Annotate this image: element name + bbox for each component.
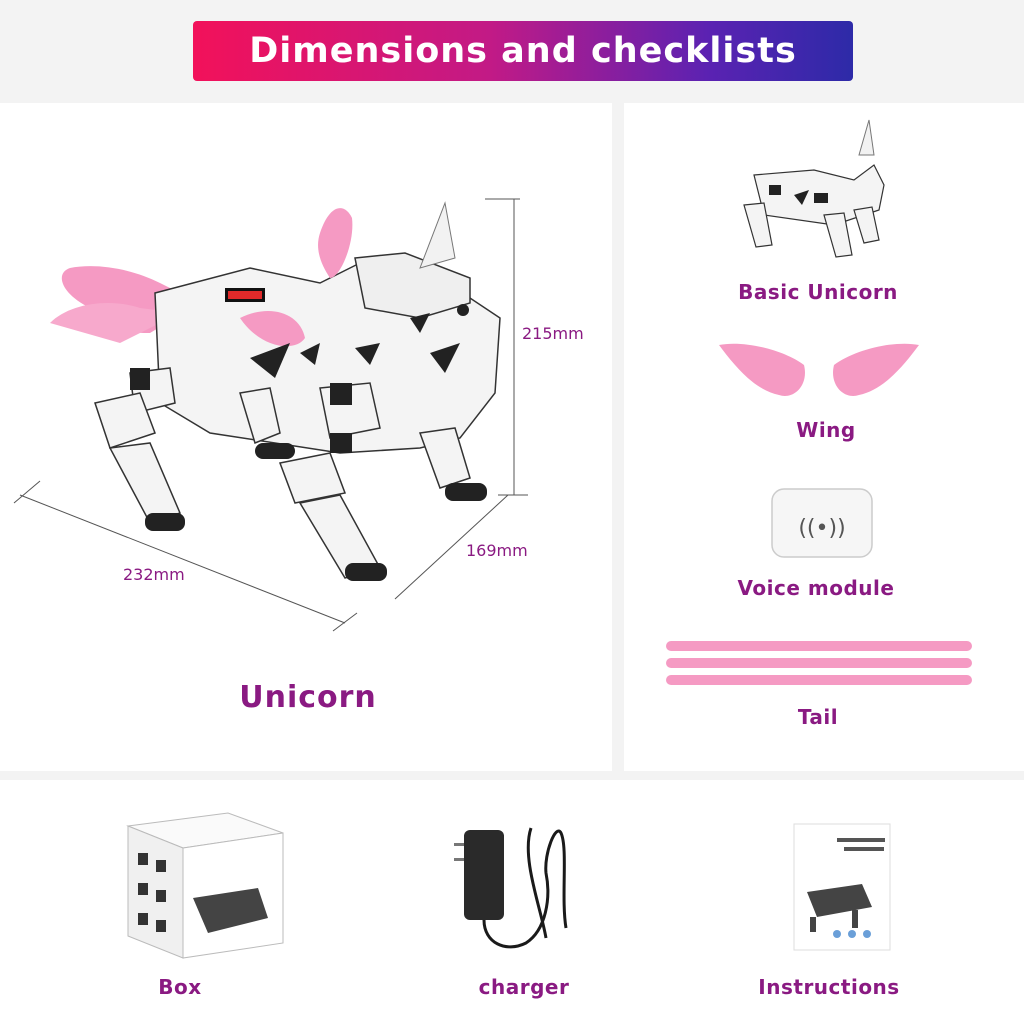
- product-name: Unicorn: [239, 680, 377, 715]
- wings-icon: [719, 343, 919, 396]
- checklist-item-label: Box: [158, 975, 202, 999]
- manual-icon: [793, 823, 891, 951]
- dimensions-panel: 215mm 232mm 169mm Unicorn: [0, 103, 612, 771]
- checklist-item-label: charger: [478, 975, 570, 999]
- width-dimension: 169mm: [466, 541, 528, 560]
- accessory-checklist-panel: Basic Unicorn Wing ((•)) Voice module Ta…: [624, 103, 1024, 771]
- banner-title: Dimensions and checklists: [249, 31, 797, 71]
- unicorn-robot-illustration: [13, 198, 528, 632]
- header-banner: Dimensions and checklists: [193, 21, 853, 81]
- checklist-item-label: Tail: [797, 705, 839, 729]
- charger-icon: [454, 827, 568, 949]
- checklist-item-label: Voice module: [737, 576, 895, 600]
- length-dimension: 232mm: [123, 565, 185, 584]
- tail-icon: [666, 641, 972, 685]
- box-icon: [126, 812, 284, 959]
- checklist-item-label: Basic Unicorn: [738, 280, 898, 304]
- height-dimension: 215mm: [522, 324, 584, 343]
- svg-text:((•)): ((•)): [798, 516, 845, 541]
- package-contents-panel: Box charger Instructions: [0, 780, 1024, 1024]
- checklist-item-label: Instructions: [758, 975, 900, 999]
- checklist-item-label: Wing: [796, 418, 856, 442]
- robot-dog-icon: [743, 119, 885, 258]
- voice-module-icon: ((•)): [771, 488, 873, 558]
